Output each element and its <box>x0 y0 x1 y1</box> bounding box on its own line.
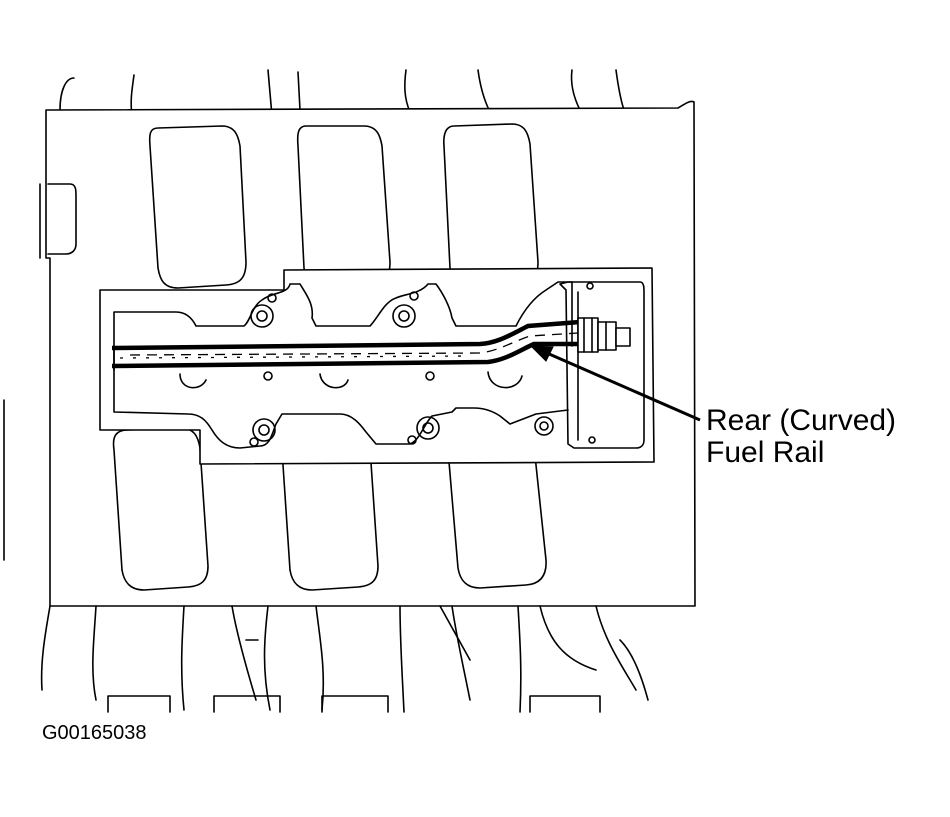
end-bracket-plate <box>559 281 645 449</box>
rear-curved-fuel-rail-label: Rear (Curved) Fuel Rail <box>706 405 896 469</box>
callout-leader-arrow <box>529 345 701 422</box>
lower-engine-outline <box>40 605 649 713</box>
figure-id: G00165038 <box>42 722 147 744</box>
callout-line-2: Fuel Rail <box>706 436 825 469</box>
intake-port-upper-1 <box>148 125 247 289</box>
intake-port-lower-1 <box>112 427 209 591</box>
rear-curved-fuel-rail <box>111 319 581 369</box>
rail-flange-outer <box>99 267 655 465</box>
upper-engine-outline <box>59 69 625 117</box>
left-bracket <box>47 183 77 255</box>
bolt-bosses <box>179 282 596 447</box>
fuel-rail-fitting <box>577 317 631 353</box>
rail-gasket-inner <box>113 281 573 449</box>
callout-line-1: Rear (Curved) <box>706 404 897 437</box>
